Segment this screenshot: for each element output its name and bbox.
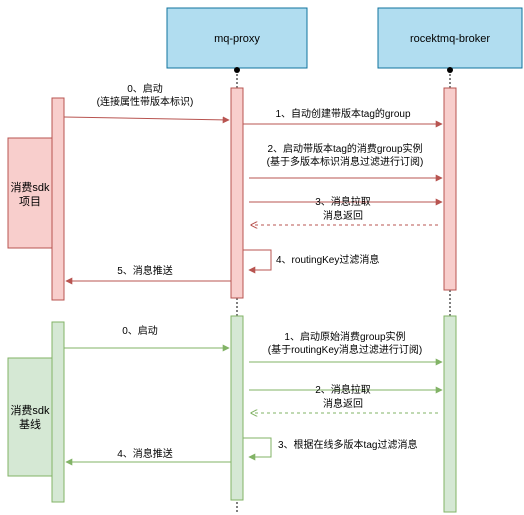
bottom-label-m1-line1: 1、启动原始消费group实例 xyxy=(284,330,405,343)
top-client-label-line1: 消费sdk xyxy=(10,180,50,194)
top-arrow-m4 xyxy=(243,249,272,274)
bottom-proxy-activation xyxy=(230,315,244,501)
top-label-m0-line2: (连接属性带版本标识) xyxy=(97,95,194,108)
top-label-m2-line2: (基于多版本标识消息过滤进行订阅) xyxy=(267,155,424,168)
broker-header-box xyxy=(377,7,523,69)
top-broker-activation xyxy=(443,87,457,291)
bottom-label-m2a: 2、消息拉取 xyxy=(315,383,371,396)
top-client-label-line2: 项目 xyxy=(19,195,41,208)
broker-header-dot xyxy=(447,67,453,73)
proxy-header-dot xyxy=(234,67,240,73)
bottom-arrow-m3 xyxy=(243,437,272,461)
bottom-client-label-line1: 消费sdk xyxy=(10,403,50,417)
top-client-box xyxy=(7,137,53,249)
bottom-label-m0: 0、启动 xyxy=(122,324,158,337)
bottom-broker-activation xyxy=(443,315,457,513)
top-label-m3b: 消息返回 xyxy=(323,209,363,222)
top-label-m2-line1: 2、启动带版本tag的消费group实例 xyxy=(267,142,422,155)
top-label-m4: 4、routingKey过滤消息 xyxy=(276,253,379,266)
bottom-label-m4: 4、消息推送 xyxy=(117,447,173,460)
bottom-client-activation xyxy=(51,321,65,503)
broker-header-label: rocektmq-broker xyxy=(410,33,490,45)
top-label-m5: 5、消息推送 xyxy=(117,264,173,277)
bottom-label-m3: 3、根据在线多版本tag过滤消息 xyxy=(278,438,417,451)
bottom-client-label-line2: 基线 xyxy=(19,417,41,431)
top-client-activation xyxy=(51,97,65,301)
top-arrow-m0 xyxy=(63,116,230,124)
bottom-label-m2b: 消息返回 xyxy=(323,397,363,410)
top-proxy-activation xyxy=(230,87,244,299)
top-label-m3a: 3、消息拉取 xyxy=(315,195,371,208)
top-label-m1: 1、自动创建带版本tag的group xyxy=(275,107,410,120)
proxy-header-box xyxy=(166,7,308,69)
bottom-label-m1-line2: (基于routingKey消息过滤进行订阅) xyxy=(268,343,422,356)
bottom-client-box xyxy=(7,357,53,477)
top-label-m0-line1: 0、启动 xyxy=(127,82,163,95)
proxy-header-label: mq-proxy xyxy=(214,33,260,45)
